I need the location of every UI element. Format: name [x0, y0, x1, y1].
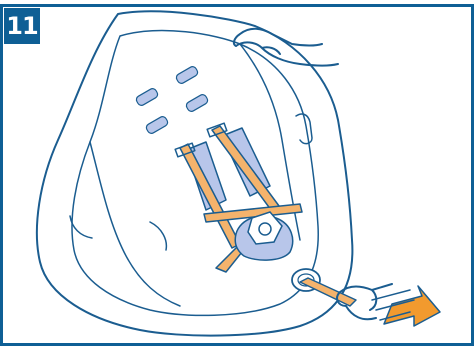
side-wing: [90, 142, 180, 306]
hand-pressing-headrest: [234, 29, 338, 66]
side-slot: [70, 216, 166, 250]
vent-slot: [185, 93, 209, 113]
vent-slot: [175, 65, 199, 85]
step-number-badge: 11: [4, 8, 40, 44]
vent-slot: [145, 115, 169, 135]
buckle-button: [259, 223, 271, 235]
motion-line: [372, 290, 410, 300]
vent-slot: [135, 87, 159, 107]
panel-frame: [2, 6, 473, 345]
